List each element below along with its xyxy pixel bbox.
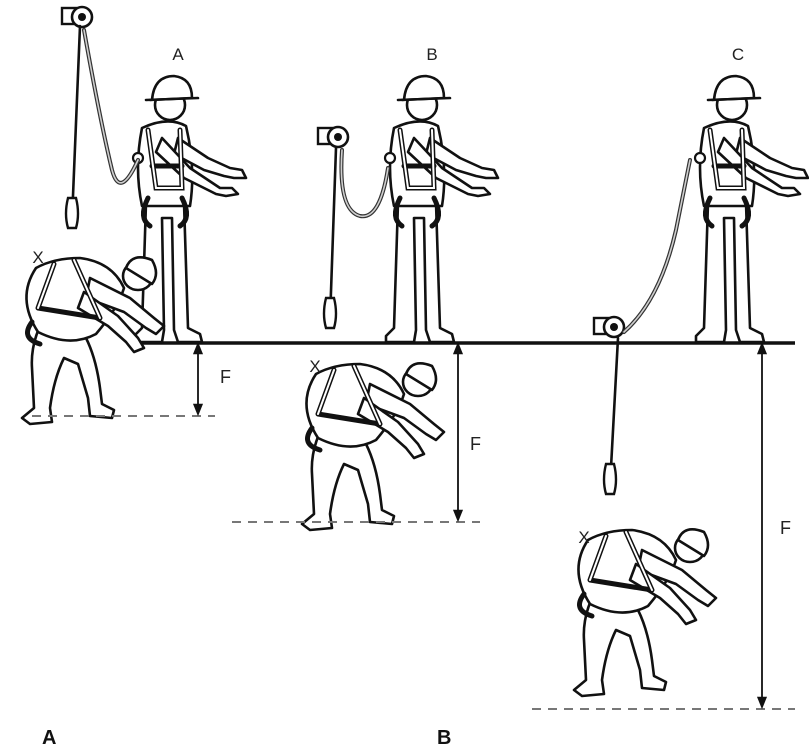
worker-b bbox=[385, 76, 498, 342]
scenario-b-label: B bbox=[426, 45, 437, 64]
snap-hook-b bbox=[324, 298, 336, 328]
worker-a bbox=[133, 76, 246, 342]
scenario-c: C X F bbox=[532, 45, 808, 709]
worker-c bbox=[695, 76, 808, 342]
anchor-point-c-label: X bbox=[578, 528, 589, 547]
fall-distance-a-label: F bbox=[220, 367, 231, 387]
fall-distance-c-label: F bbox=[780, 518, 791, 538]
scenario-c-label: C bbox=[732, 45, 744, 64]
srl-device-b bbox=[318, 127, 348, 147]
scenario-a-label: A bbox=[172, 45, 184, 64]
bottom-label-a: A bbox=[42, 727, 56, 750]
fall-distance-b-label: F bbox=[470, 434, 481, 454]
scenario-b: B X F bbox=[232, 45, 498, 530]
anchor-point-b-label: X bbox=[309, 357, 320, 376]
fallen-worker-b bbox=[302, 363, 444, 530]
srl-device-a bbox=[62, 7, 92, 27]
snap-hook-c bbox=[604, 464, 616, 494]
snap-hook-a bbox=[66, 198, 78, 228]
srl-device-c bbox=[594, 317, 624, 337]
bottom-label-b: B bbox=[437, 727, 451, 750]
fallen-worker-c bbox=[574, 529, 716, 696]
scenario-a: A X F bbox=[22, 7, 246, 424]
anchor-point-a-label: X bbox=[32, 248, 43, 267]
